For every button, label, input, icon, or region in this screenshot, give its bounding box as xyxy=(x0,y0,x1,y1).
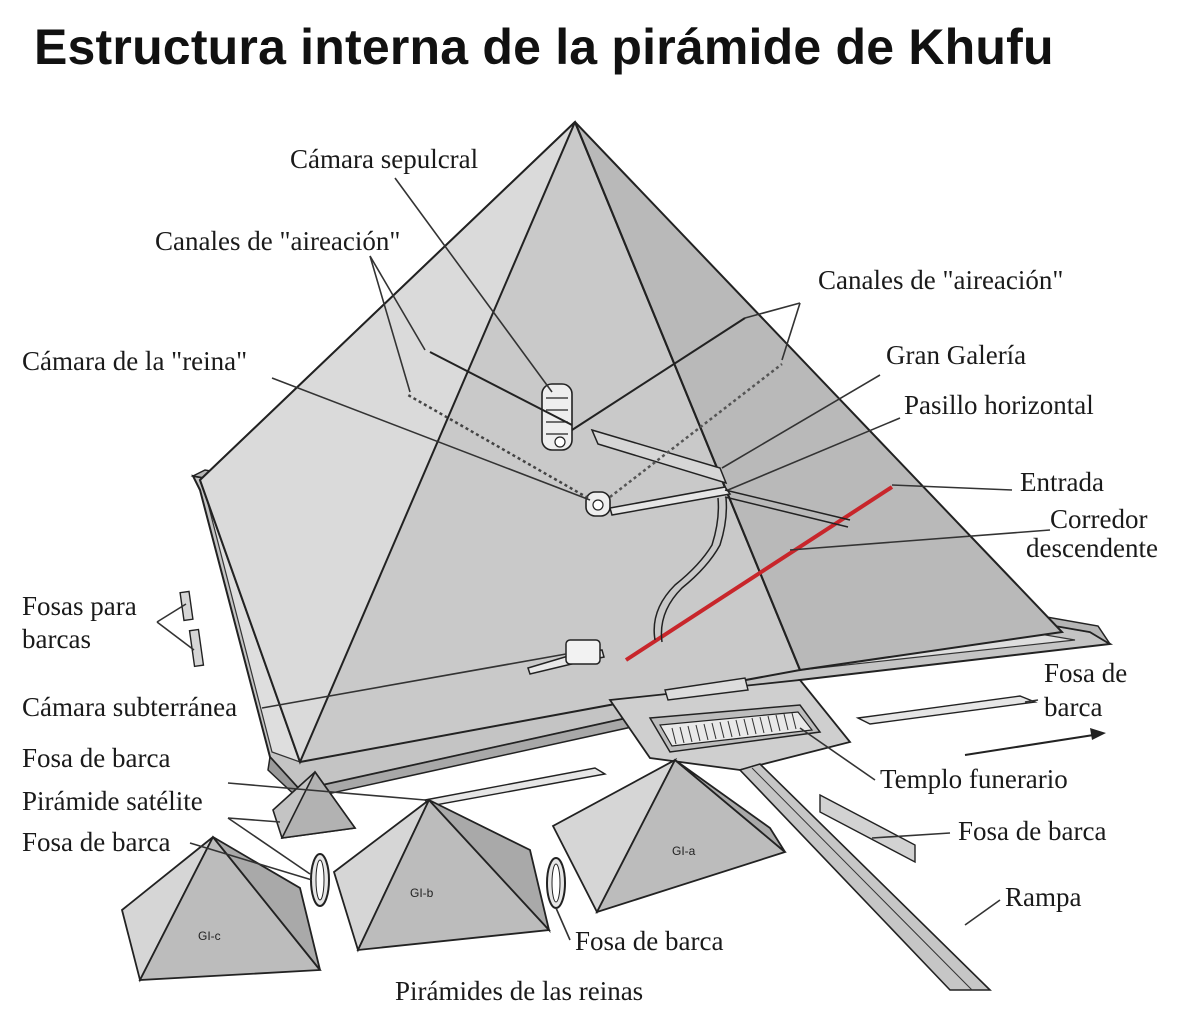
great-pyramid xyxy=(198,120,1065,765)
label-camara-sepulcral: Cámara sepulcral xyxy=(290,144,478,174)
label-fosa-barca-der-2: barca xyxy=(1044,692,1102,722)
subterranean-chamber xyxy=(565,639,601,665)
label-fosa-barca-rampa: Fosa de barca xyxy=(958,816,1106,846)
label-camara-reina: Cámara de la "reina" xyxy=(22,346,247,376)
label-fosa-barca-izq2: Fosa de barca xyxy=(22,827,170,857)
label-corredor-2: descendente xyxy=(1026,533,1158,563)
label-fosas-para-1: Fosas para xyxy=(22,591,137,621)
label-entrada: Entrada xyxy=(1020,467,1104,497)
label-piramide-satelite: Pirámide satélite xyxy=(22,786,203,816)
gi-b-tag: GI-b xyxy=(410,886,434,900)
descending-corridor xyxy=(624,485,894,662)
queen-pyramid-gi-b xyxy=(332,798,551,953)
air-shafts xyxy=(407,317,783,500)
gi-a-tag: GI-a xyxy=(672,844,696,858)
causeway xyxy=(738,763,992,991)
diagram-title: Estructura interna de la pirámide de Khu… xyxy=(34,19,1054,75)
label-fosa-barca-izq: Fosa de barca xyxy=(22,743,170,773)
queens-chamber xyxy=(585,491,611,517)
queen-pyramid-gi-a xyxy=(551,757,787,914)
label-rampa: Rampa xyxy=(1005,882,1081,912)
label-fosa-barca-centro: Fosa de barca xyxy=(575,926,723,956)
label-piramides-reinas: Pirámides de las reinas xyxy=(395,976,643,1006)
gi-c-tag: GI-c xyxy=(198,929,221,943)
mortuary-temple xyxy=(608,677,852,771)
queen-pyramid-gi-c xyxy=(120,835,322,983)
leader-lines xyxy=(156,177,1106,941)
satellite-pyramid xyxy=(272,770,357,839)
label-camara-subterranea: Cámara subterránea xyxy=(22,692,237,722)
internal-chambers xyxy=(407,317,894,675)
label-canales-der: Canales de "aireación" xyxy=(818,265,1063,295)
boat-pits xyxy=(179,590,1038,909)
label-canales-izq: Canales de "aireación" xyxy=(155,226,400,256)
label-gran-galeria: Gran Galería xyxy=(886,340,1026,370)
label-templo-funerario: Templo funerario xyxy=(880,764,1068,794)
label-fosas-para-2: barcas xyxy=(22,624,91,654)
labels: Cámara sepulcral Canales de "aireación" … xyxy=(22,144,1158,1006)
label-corredor-1: Corredor xyxy=(1050,504,1147,534)
label-pasillo-horizontal: Pasillo horizontal xyxy=(904,390,1094,420)
label-fosa-barca-der-1: Fosa de xyxy=(1044,658,1127,688)
